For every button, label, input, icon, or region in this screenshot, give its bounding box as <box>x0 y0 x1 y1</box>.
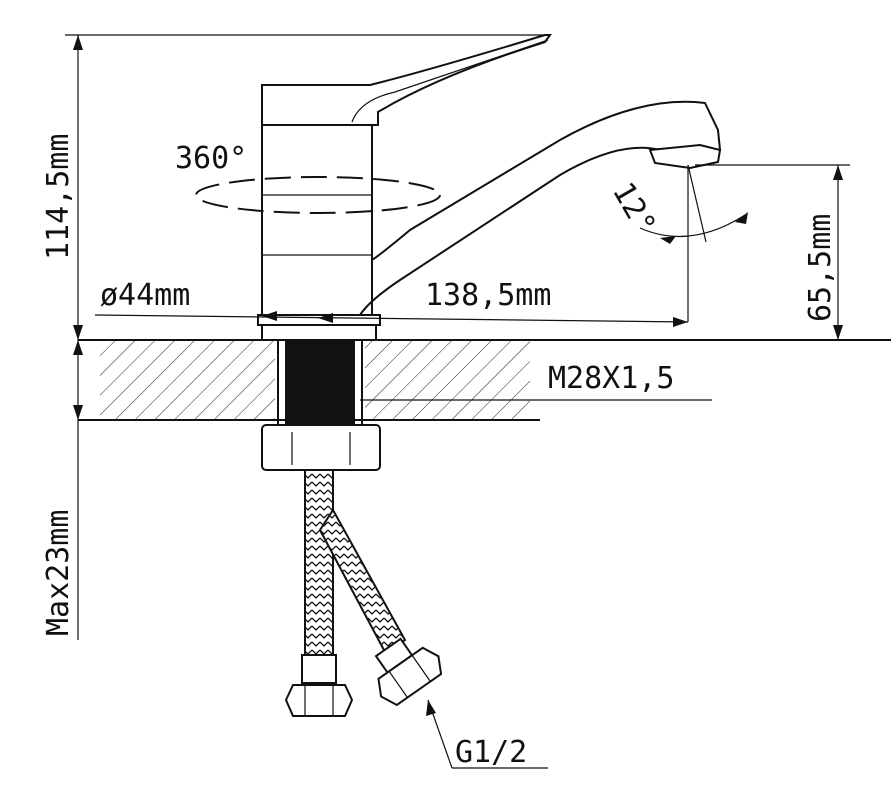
rotation-label: 360° <box>175 141 247 176</box>
total-height-label: 114,5mm <box>41 134 76 260</box>
rotation-indicator: 360° <box>175 141 441 214</box>
spout-tilt-angle: 12° <box>605 164 748 244</box>
dimension-max-deck: Max23mm <box>41 340 83 640</box>
spout-tilt-label: 12° <box>605 177 662 241</box>
thread-label: M28X1,5 <box>548 361 674 396</box>
hose-connection-callout: G1/2 <box>426 699 548 770</box>
base-diameter-label: ø44mm <box>100 278 190 313</box>
dimension-total-height: 114,5mm <box>41 34 548 340</box>
dimension-base-and-reach: ø44mm 138,5mm <box>94 278 689 327</box>
faucet-body <box>257 34 722 341</box>
spout-reach-label: 138,5mm <box>425 278 551 313</box>
countertop-section <box>78 338 891 423</box>
spout-height-label: 65,5mm <box>803 214 838 322</box>
supply-hoses <box>284 469 443 717</box>
dimension-spout-height: 65,5mm <box>687 164 850 340</box>
hose-connection-label: G1/2 <box>455 735 527 770</box>
max-deck-label: Max23mm <box>41 510 76 636</box>
thread-callout: M28X1,5 <box>360 361 712 401</box>
